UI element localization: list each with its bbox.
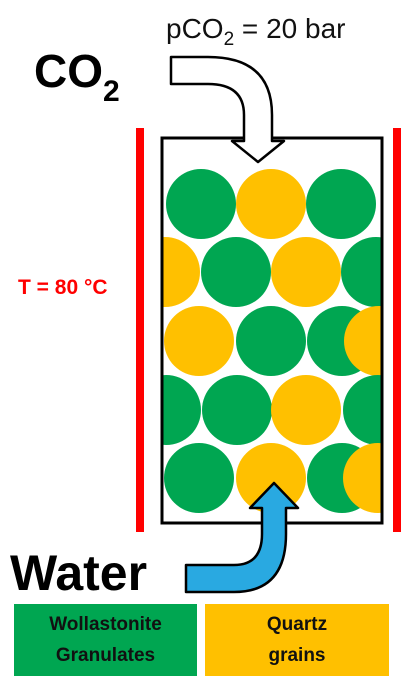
quartz-grain: [271, 237, 341, 307]
legend-quartz-line2: grains: [268, 645, 326, 666]
co2-label: CO2: [34, 45, 120, 108]
pressure-label: pCO2 = 20 bar: [166, 13, 345, 50]
temperature-label: T = 80 °C: [18, 276, 108, 299]
legend-wollastonite-line2: Granulates: [55, 645, 156, 666]
legend-wollastonite: Wollastonite Granulates: [14, 604, 197, 676]
water-label: Water: [10, 545, 147, 601]
legend-quartz: Quartz grains: [205, 604, 389, 676]
water-inlet-arrow: [184, 481, 300, 594]
wollastonite-granule: [162, 375, 201, 445]
granule-bed: [162, 169, 382, 513]
right-heater-bar: [393, 128, 401, 532]
quartz-grain: [164, 306, 234, 376]
wollastonite-granule: [306, 169, 376, 239]
wollastonite-granule: [202, 375, 272, 445]
wollastonite-granule: [341, 237, 382, 307]
quartz-grain: [236, 443, 306, 513]
quartz-grain: [271, 375, 341, 445]
wollastonite-granule: [236, 306, 306, 376]
quartz-grain: [162, 237, 200, 307]
legend-wollastonite-line1: Wollastonite: [49, 614, 162, 635]
quartz-grain: [343, 443, 382, 513]
wollastonite-granule: [343, 375, 382, 445]
legend-quartz-line1: Quartz: [266, 614, 328, 635]
wollastonite-granule: [201, 237, 271, 307]
quartz-grain: [344, 306, 382, 376]
left-heater-bar: [136, 128, 144, 532]
quartz-grain: [236, 169, 306, 239]
co2-inlet-arrow: [169, 55, 286, 164]
wollastonite-granule: [166, 169, 236, 239]
wollastonite-granule: [164, 443, 234, 513]
